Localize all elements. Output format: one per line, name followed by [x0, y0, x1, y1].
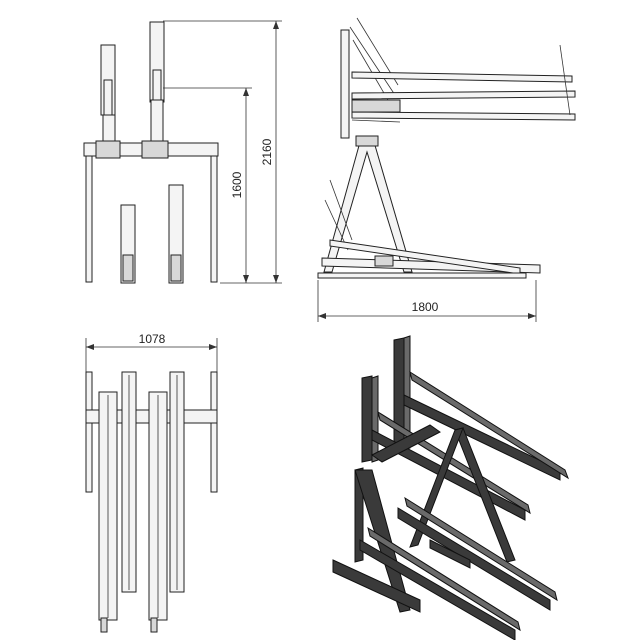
width-label: 1078: [139, 332, 166, 346]
top-view: 1078: [85, 332, 218, 633]
side-view: 1800: [317, 17, 576, 322]
overall-height-label: 2160: [260, 138, 274, 165]
isometric-view: [332, 335, 569, 640]
front-view: 2160 1600: [83, 20, 282, 284]
rail-height-label: 1600: [230, 171, 244, 198]
length-label: 1800: [412, 300, 439, 314]
